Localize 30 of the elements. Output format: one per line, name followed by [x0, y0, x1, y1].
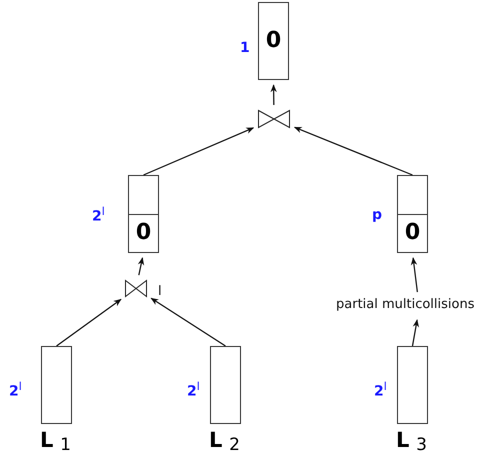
arrow	[412, 319, 420, 346]
list-box	[210, 346, 241, 424]
zero-value: 0	[136, 222, 152, 244]
arrow	[150, 298, 226, 346]
size-label: 1	[240, 40, 250, 56]
arrow	[270, 84, 277, 105]
size-label: 2$^{l}$	[187, 380, 200, 400]
join-parameter: l	[158, 284, 162, 299]
table-box	[128, 175, 159, 253]
list-box	[41, 346, 72, 424]
arrow	[138, 257, 144, 276]
step-label: partial multicollisions	[336, 297, 474, 312]
size-label: p	[372, 207, 382, 223]
list-box	[397, 346, 428, 424]
list-name: L $_{3}$	[396, 430, 427, 454]
zero-value: 0	[266, 30, 282, 52]
size-label: 2$^{l}$	[9, 380, 22, 400]
join-symbol	[125, 280, 147, 297]
arrow	[410, 257, 418, 292]
size-label: 2$^{l}$	[92, 205, 105, 225]
table-box	[258, 2, 289, 80]
arrow	[143, 127, 254, 176]
list-name: L $_{2}$	[209, 430, 240, 454]
table-box	[397, 175, 428, 253]
arrow	[294, 126, 413, 176]
join-symbol	[258, 110, 290, 128]
zero-value: 0	[404, 222, 420, 244]
arrow	[56, 298, 122, 346]
size-label: 2$^{l}$	[374, 380, 387, 400]
list-name: L $_{1}$	[40, 430, 71, 454]
